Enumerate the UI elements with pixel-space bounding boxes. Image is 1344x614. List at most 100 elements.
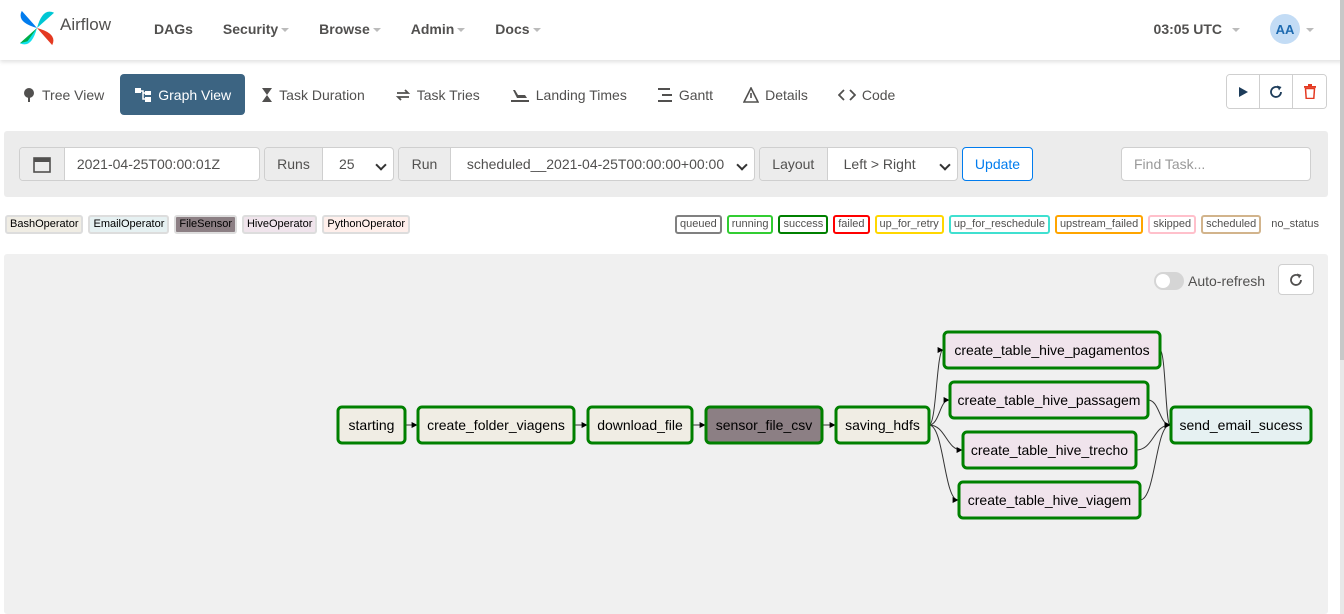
brand-name: Airflow: [60, 15, 112, 34]
dag-node-box[interactable]: [948, 380, 1150, 420]
state-legend: queued running success failed up_for_ret…: [670, 215, 1324, 234]
dag-node-box[interactable]: [834, 405, 931, 445]
tab-task-tries[interactable]: Task Tries: [381, 74, 494, 115]
tab-tree-view[interactable]: Tree View: [8, 74, 118, 115]
avatar: AA: [1270, 14, 1300, 44]
dag-node-box[interactable]: [586, 405, 694, 445]
chevron-down-icon: [1306, 28, 1314, 32]
legend-file-sensor: FileSensor: [174, 215, 237, 234]
trigger-dag-button[interactable]: [1227, 75, 1260, 108]
toggle-switch[interactable]: [1154, 272, 1184, 290]
dag-node-box[interactable]: [1169, 405, 1313, 445]
airflow-pinwheel-icon: [19, 10, 55, 46]
dag-edge: [1139, 422, 1171, 501]
tab-task-duration[interactable]: Task Duration: [247, 74, 379, 115]
update-button[interactable]: Update: [962, 147, 1033, 181]
refresh-dag-button[interactable]: [1260, 75, 1293, 108]
tab-label: Tree View: [42, 86, 105, 103]
state-skipped[interactable]: skipped: [1148, 215, 1197, 234]
state-success[interactable]: success: [778, 215, 829, 234]
refresh-icon: [1270, 85, 1282, 98]
dag-node-box[interactable]: [942, 330, 1162, 370]
auto-refresh-toggle[interactable]: Auto-refresh: [1154, 272, 1265, 290]
trash-icon: [1303, 84, 1316, 99]
runs-select[interactable]: 25: [323, 148, 393, 180]
nav-admin-label: Admin: [410, 21, 455, 37]
utc-clock: 03:05 UTC: [1153, 21, 1222, 37]
dag-action-buttons: [1226, 74, 1327, 109]
state-failed[interactable]: failed: [833, 215, 870, 234]
dag-graph-svg[interactable]: starting create_folder_viagens download_fi…: [4, 254, 1328, 614]
tab-gantt[interactable]: Gantt: [643, 74, 727, 115]
dag-node-label: create_table_hive_trecho: [971, 442, 1128, 458]
gantt-icon: [657, 87, 673, 103]
dag-node-box[interactable]: [957, 480, 1142, 520]
dag-node-box[interactable]: [961, 430, 1138, 470]
graph-icon: [134, 87, 152, 103]
graph-refresh-button[interactable]: [1278, 264, 1314, 295]
chevron-down-icon: [281, 28, 290, 32]
dag-node-create-table-hive-trecho[interactable]: create_table_hive_trecho: [961, 430, 1138, 470]
dag-node-download-file[interactable]: download_file: [586, 405, 694, 445]
utc-clock-dropdown[interactable]: 03:05 UTC: [1154, 21, 1240, 37]
nav-browse[interactable]: Browse: [319, 21, 381, 37]
brand-link[interactable]: Airflow: [18, 8, 111, 48]
tab-label: Code: [861, 86, 896, 103]
dag-node-create-table-hive-passagem[interactable]: create_table_hive_passagem: [948, 380, 1150, 420]
main-nav: DAGs Security Browse Admin Docs: [154, 0, 571, 58]
dag-edge: [928, 424, 963, 453]
dag-node-box[interactable]: [704, 405, 824, 445]
state-up-for-retry[interactable]: up_for_retry: [874, 215, 944, 234]
nav-admin[interactable]: Admin: [411, 21, 466, 37]
calendar-icon[interactable]: [20, 148, 65, 180]
chevron-down-icon: [372, 28, 381, 32]
nav-docs[interactable]: Docs: [495, 21, 541, 37]
base-date-input[interactable]: 2021-04-25T00:00:01Z: [76, 156, 221, 172]
nav-security[interactable]: Security: [223, 21, 290, 37]
tab-code[interactable]: Code: [824, 74, 909, 115]
chevron-down-icon: [532, 28, 541, 32]
tab-label: Graph View: [158, 86, 232, 103]
dag-node-create-table-hive-pagamentos[interactable]: create_table_hive_pagamentos: [942, 330, 1162, 370]
tab-label: Task Tries: [416, 86, 480, 103]
view-tabs: Tree View Graph View Task Duration Task …: [8, 74, 911, 115]
dag-node-label: starting: [349, 417, 395, 433]
dag-edge: [928, 424, 959, 503]
scrollbar-thumb[interactable]: [1340, 0, 1344, 360]
dag-node-sensor-file-csv[interactable]: sensor_file_csv: [704, 405, 824, 445]
state-upstream-failed[interactable]: upstream_failed: [1054, 215, 1144, 234]
dag-node-starting[interactable]: starting: [336, 405, 407, 445]
page-scrollbar[interactable]: [1340, 0, 1344, 614]
nav-right: 03:05 UTC AA: [1154, 0, 1314, 58]
dag-node-label: create_table_hive_passagem: [958, 392, 1141, 408]
dag-node-box[interactable]: [336, 405, 407, 445]
state-no-status[interactable]: no_status: [1266, 215, 1324, 234]
dag-node-create-table-hive-viagem[interactable]: create_table_hive_viagem: [957, 480, 1142, 520]
layout-select[interactable]: Left > Right: [828, 148, 957, 180]
tab-landing-times[interactable]: Landing Times: [496, 74, 641, 115]
tab-label: Gantt: [678, 86, 714, 103]
dag-node-label: create_folder_viagens: [427, 417, 565, 433]
find-task-input[interactable]: [1121, 147, 1311, 181]
graph-filter-bar: 2021-04-25T00:00:01Z Runs 25 Run schedul…: [4, 131, 1328, 197]
nav-dags[interactable]: DAGs: [154, 21, 193, 37]
state-scheduled[interactable]: scheduled: [1201, 215, 1262, 234]
runs-label: Runs: [265, 148, 323, 180]
dag-node-saving-hdfs[interactable]: saving_hdfs: [834, 405, 931, 445]
dag-node-send-email-sucess[interactable]: send_email_sucess: [1169, 405, 1313, 445]
tab-graph-view[interactable]: Graph View: [120, 74, 246, 115]
refresh-icon: [1290, 273, 1302, 286]
user-menu[interactable]: AA: [1270, 14, 1314, 44]
landing-icon: [510, 87, 530, 103]
dag-node-box[interactable]: [416, 405, 576, 445]
state-queued[interactable]: queued: [675, 215, 722, 234]
dag-node-label: create_table_hive_pagamentos: [954, 342, 1149, 358]
state-up-for-reschedule[interactable]: up_for_reschedule: [948, 215, 1050, 234]
play-icon: [1239, 86, 1248, 97]
dag-node-create-folder-viagens[interactable]: create_folder_viagens: [416, 405, 576, 445]
tab-details[interactable]: Details: [729, 74, 822, 115]
delete-dag-button[interactable]: [1293, 75, 1326, 108]
state-running[interactable]: running: [726, 215, 774, 234]
run-select[interactable]: scheduled__2021-04-25T00:00:00+00:00: [451, 148, 754, 180]
dag-node-label: send_email_sucess: [1180, 417, 1303, 433]
